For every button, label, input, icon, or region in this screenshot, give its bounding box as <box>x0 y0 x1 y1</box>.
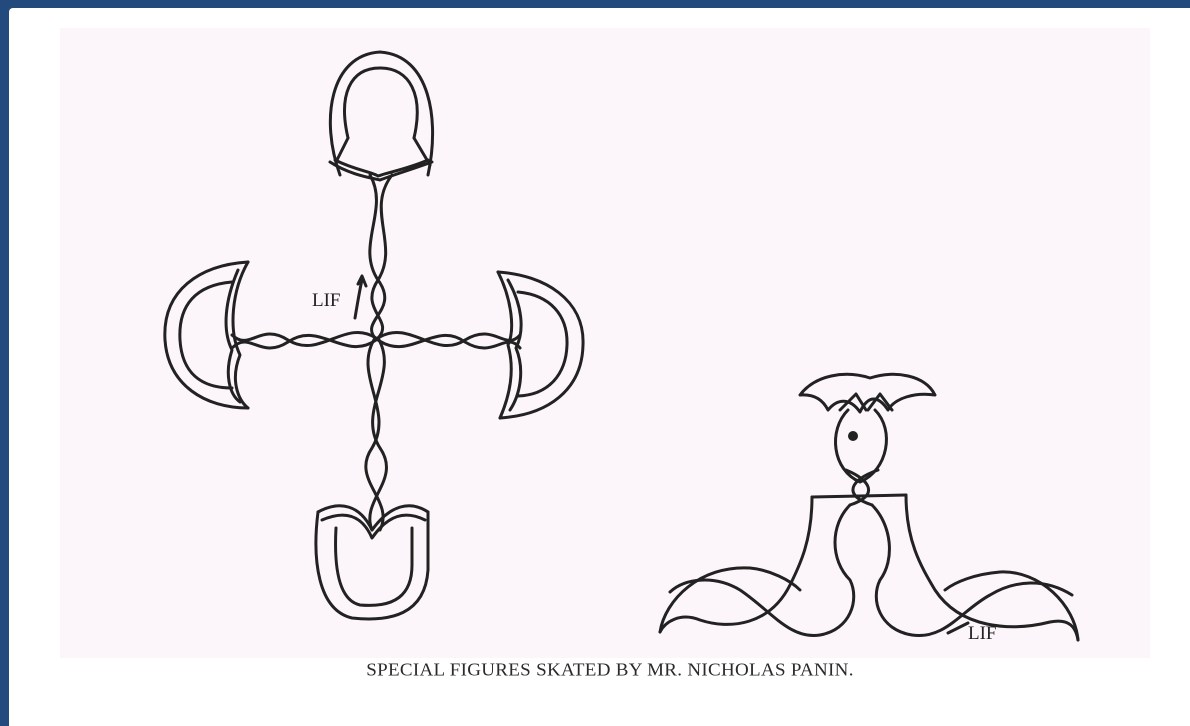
cross-left-loop-inner <box>180 282 232 388</box>
bird-body-top <box>812 495 906 497</box>
cross-figure <box>165 52 583 619</box>
bird-inner-right <box>872 505 1072 636</box>
bird-body-left <box>660 497 812 632</box>
cross-right-loop-inner <box>518 292 567 396</box>
bird-figure <box>660 374 1078 640</box>
cross-left-cup <box>226 262 248 408</box>
cross-right-braid <box>378 332 520 348</box>
bird-eye <box>848 431 858 441</box>
bird-body-right <box>906 495 1078 640</box>
cross-bottom-braid <box>366 338 387 530</box>
cross-bottom-loop-inner <box>336 528 412 605</box>
cross-top-cup <box>330 138 432 180</box>
bird-lif-label: LIF <box>968 623 997 644</box>
bird-crown <box>800 374 935 412</box>
cross-left-braid <box>232 332 376 348</box>
bird-right-wing <box>945 572 1078 640</box>
cross-top-braid <box>370 175 392 338</box>
cross-lif-label: LIF <box>312 290 341 311</box>
plate-caption: SPECIAL FIGURES SKATED BY MR. NICHOLAS P… <box>0 661 1190 681</box>
cross-right-loop-outer <box>498 272 583 418</box>
cross-arrow <box>355 276 366 318</box>
cross-top-loop-inner <box>345 68 418 138</box>
